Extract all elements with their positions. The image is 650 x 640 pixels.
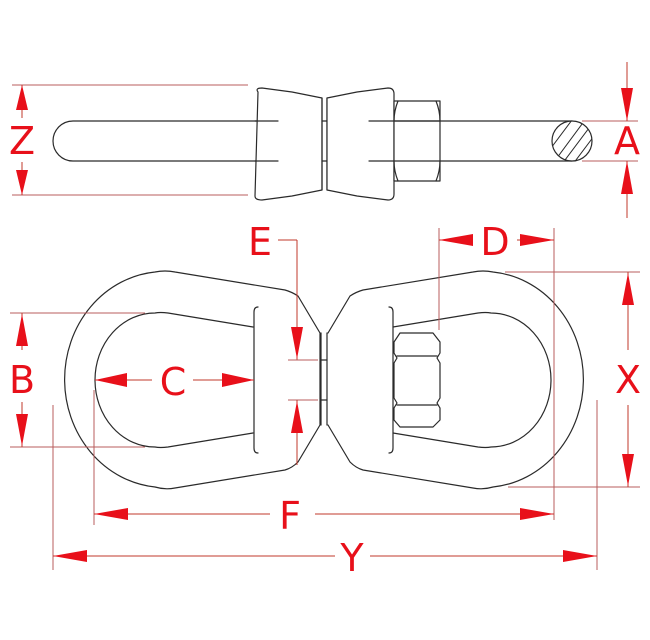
label-x: X	[615, 358, 641, 402]
dimension-a: A	[582, 62, 640, 218]
label-b: B	[9, 358, 35, 402]
left-eye-outer	[64, 270, 321, 490]
right-eye-inner	[392, 311, 552, 449]
dimension-d: D	[438, 220, 555, 520]
rod-section	[551, 120, 593, 162]
side-nut-chamfer	[393, 100, 441, 182]
side-left-rod	[52, 120, 279, 162]
dimension-e: E	[248, 220, 318, 465]
side-left-body	[254, 87, 323, 201]
dimension-f: F	[93, 390, 554, 538]
side-right-body	[326, 87, 395, 201]
label-c: C	[160, 360, 187, 404]
label-y: Y	[339, 536, 364, 580]
dimension-z: Z	[9, 84, 248, 196]
label-f: F	[279, 494, 301, 538]
label-d: D	[480, 220, 509, 264]
label-z: Z	[9, 119, 35, 163]
dimension-x: X	[505, 271, 641, 488]
side-view	[52, 87, 593, 201]
label-a: A	[614, 119, 640, 163]
dimension-y: Y	[52, 400, 598, 580]
label-e: E	[248, 220, 272, 264]
right-eye-outer	[327, 270, 584, 490]
side-nut	[393, 100, 441, 182]
left-eye-bracket	[253, 306, 259, 454]
hex-nut	[393, 332, 441, 428]
dimension-b: B	[9, 312, 145, 448]
dimension-c: C	[95, 360, 254, 404]
right-eye-bracket	[388, 306, 394, 454]
